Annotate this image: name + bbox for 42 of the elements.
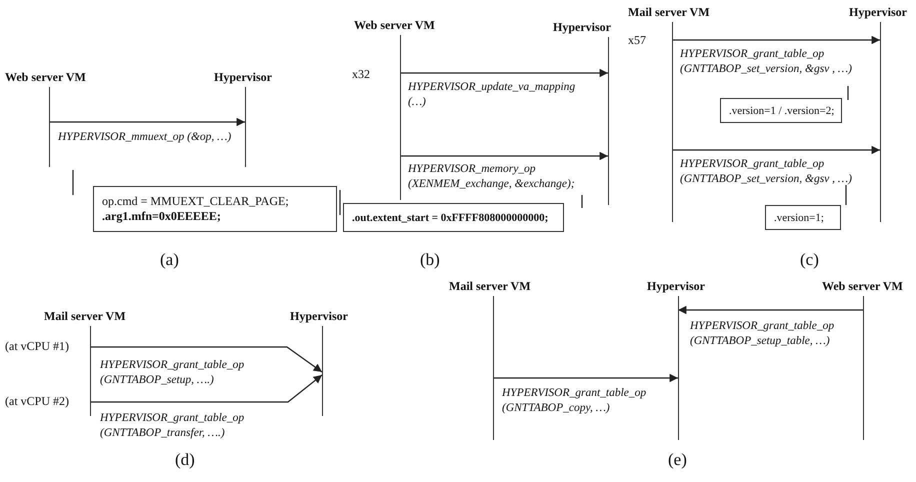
code-box: .version=1 / .version=2; xyxy=(720,98,842,123)
participant-label: Web server VM xyxy=(354,18,435,33)
arrow xyxy=(672,146,880,154)
code-box: .version=1; xyxy=(765,205,841,230)
message-label: HYPERVISOR_grant_table_op (GNTTABOP_set_version, &gsv , …) xyxy=(680,47,853,77)
arrow xyxy=(49,118,245,126)
participant-label: Hypervisor xyxy=(647,279,705,294)
code-box: .out.extent_start = 0xFFFF808000000000; xyxy=(343,203,564,232)
participant-label: Hypervisor xyxy=(849,5,907,20)
message-label: HYPERVISOR_memory_op (XENMEM_exchange, &exchange); xyxy=(408,162,576,192)
participant-label: Web server VM xyxy=(5,70,86,85)
participant-label: Mail server VM xyxy=(449,279,531,294)
repeat-count: x57 xyxy=(628,33,646,48)
message-label: HYPERVISOR_mmuext_op (&op, …) xyxy=(58,130,232,145)
message-label: HYPERVISOR_grant_table_op (GNTTABOP_set_version, &gsv , …) xyxy=(680,157,853,187)
arrow xyxy=(400,152,608,160)
arrow xyxy=(493,374,678,382)
panel-label: (a) xyxy=(160,250,179,270)
participant-label: Hypervisor xyxy=(290,309,348,324)
participant-label: Hypervisor xyxy=(214,70,272,85)
code-box: op.cmd = MMUEXT_CLEAR_PAGE; .arg1.mfn=0x0EEEEE; xyxy=(93,186,337,232)
arrow xyxy=(90,374,322,403)
panel-label: (e) xyxy=(668,450,687,470)
cpu-label: (at vCPU #2) xyxy=(5,394,69,409)
participant-label: Mail server VM xyxy=(44,309,126,324)
arrow xyxy=(672,36,880,44)
message-label: HYPERVISOR_grant_table_op (GNTTABOP_setup, ….) xyxy=(100,358,246,388)
participant-label: Web server VM xyxy=(822,279,903,294)
message-label: HYPERVISOR_grant_table_op (GNTTABOP_setup_table, …) xyxy=(690,319,836,349)
arrow xyxy=(90,346,322,372)
panel-label: (c) xyxy=(800,250,819,270)
arrow xyxy=(400,68,608,78)
arrow xyxy=(678,306,863,314)
repeat-count: x32 xyxy=(352,67,370,82)
participant-label: Hypervisor xyxy=(553,20,611,35)
panel-label: (d) xyxy=(175,450,195,470)
message-label: HYPERVISOR_grant_table_op (GNTTABOP_transfer, ….) xyxy=(100,411,246,441)
cpu-label: (at vCPU #1) xyxy=(5,339,69,354)
participant-label: Mail server VM xyxy=(628,5,710,20)
message-label: HYPERVISOR_update_va_mapping (…) xyxy=(408,80,576,110)
message-label: HYPERVISOR_grant_table_op (GNTTABOP_copy, …) xyxy=(502,386,648,416)
panel-label: (b) xyxy=(420,250,440,270)
